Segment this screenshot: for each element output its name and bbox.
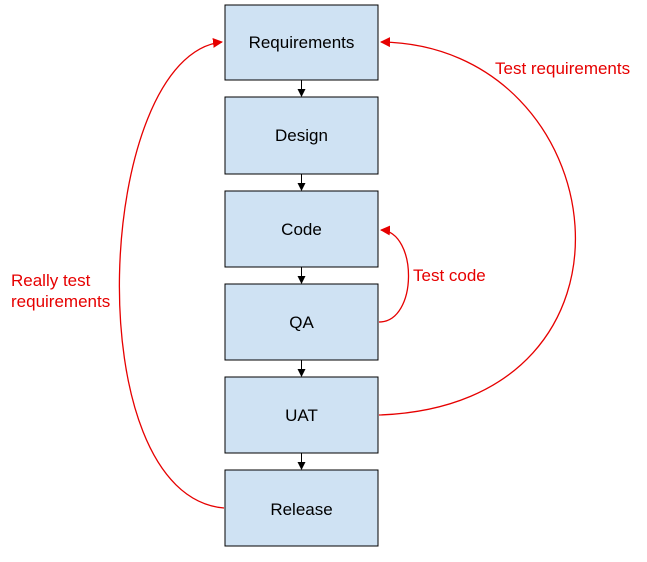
stage-code-box <box>224 190 379 268</box>
stage-requirements: Requirements <box>224 4 379 81</box>
loop-test-code-label: Test code <box>413 266 486 285</box>
stage-release: Release <box>224 469 379 547</box>
loop-really-test-requirements-label-line2: requirements <box>11 292 110 311</box>
loop-really-test-requirements-label-line1: Really test <box>11 271 91 290</box>
stage-qa: QA <box>224 283 379 361</box>
stage-release-label: Release <box>270 500 332 519</box>
stage-code: Code <box>224 190 379 268</box>
stage-design-label: Design <box>275 126 328 145</box>
loop-test-code-arrow <box>378 225 410 323</box>
stage-uat-box <box>224 376 379 454</box>
stage-qa-box <box>224 283 379 361</box>
loop-test-requirements-arrow <box>378 37 576 416</box>
stage-design-box <box>224 96 379 175</box>
stage-design: Design <box>224 96 379 175</box>
loop-test-requirements-label: Test requirements <box>495 59 630 78</box>
stage-requirements-box <box>224 4 379 81</box>
stage-uat: UAT <box>224 376 379 454</box>
stage-qa-label: QA <box>289 313 314 332</box>
stage-uat-label: UAT <box>285 406 318 425</box>
stage-code-label: Code <box>281 220 322 239</box>
stage-requirements-label: Requirements <box>249 33 355 52</box>
loop-really-test-requirements-arrow <box>118 37 225 509</box>
stage-release-box <box>224 469 379 547</box>
